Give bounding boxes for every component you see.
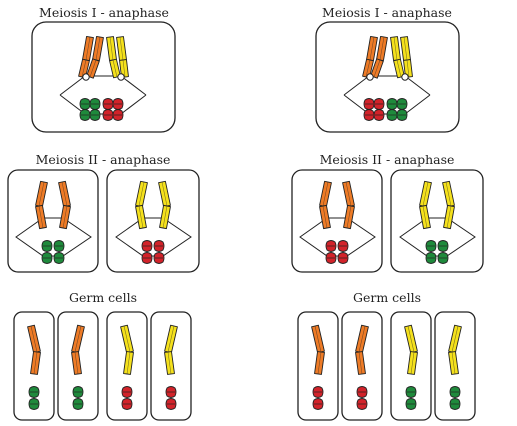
label-meiosis1-left: Meiosis I - anaphase [39,5,169,20]
chromosomes-germ-left [27,324,178,410]
spindle-fibers [343,75,431,115]
spindle-fibers [59,75,147,115]
panel-right: Meiosis I - anaphase Meiosis II - anapha… [291,5,484,421]
chromosomes-meiosis1-left [59,35,147,121]
centromere [366,73,374,81]
cell-meiosis1-right [315,21,460,133]
cell-meiosis2-left-b [106,169,200,273]
panel-left: Meiosis I - anaphase Meiosis II - anapha… [7,5,200,421]
cell-meiosis1-left [31,21,176,133]
label-meiosis1-right: Meiosis I - anaphase [322,5,452,20]
cell-meiosis2-right-b [390,169,484,273]
cell-meiosis2-right-a [291,169,383,273]
centromere [82,73,90,81]
chromosomes-meiosis1-right [343,35,431,121]
chromosomes-germ-right [311,324,462,410]
chromosomes-meiosis2-left [15,180,192,264]
label-germ-right: Germ cells [353,290,421,305]
label-meiosis2-left: Meiosis II - anaphase [36,152,171,167]
chromosomes-meiosis2-right [299,180,476,264]
cell-meiosis2-left-a [7,169,99,273]
label-germ-left: Germ cells [69,290,137,305]
label-meiosis2-right: Meiosis II - anaphase [320,152,455,167]
centromere [117,73,125,81]
centromere [401,73,409,81]
